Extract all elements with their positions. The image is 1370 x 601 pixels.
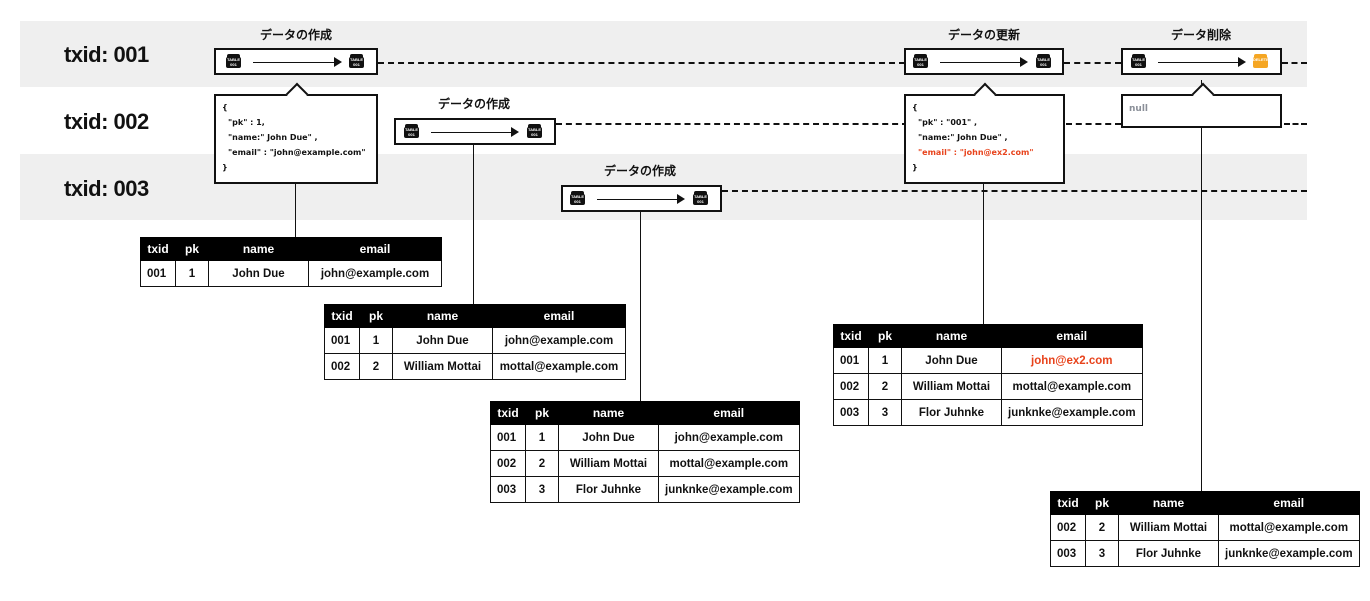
col-header: name xyxy=(1118,491,1219,515)
col-header: email xyxy=(1218,491,1360,515)
timeline-001c xyxy=(1282,62,1307,64)
timeline-001 xyxy=(378,62,905,64)
connector-op1 xyxy=(295,183,296,237)
col-header: pk xyxy=(359,304,393,328)
arrow-line xyxy=(431,132,513,133)
updated-email-cell: john@ex2.com xyxy=(1001,347,1143,374)
op5-box: TABLE 001 DELETE xyxy=(1121,48,1282,75)
table-icon: TABLE 001 xyxy=(527,124,542,138)
json-line: "pk" : 1, xyxy=(228,118,265,127)
col-header: txid xyxy=(490,401,526,425)
json-line: } xyxy=(912,163,918,172)
col-header: txid xyxy=(324,304,360,328)
col-header: pk xyxy=(868,324,902,348)
callout-create: { "pk" : 1, "name:" John Due" , "email" … xyxy=(214,94,378,184)
data-table-1: txid pk name email 001 1 John Due john@e… xyxy=(140,237,442,287)
connector-op3 xyxy=(640,212,641,401)
col-header: pk xyxy=(1085,491,1119,515)
table-row: 001 1 John Due john@example.com xyxy=(324,327,626,354)
connector-op4 xyxy=(983,183,984,324)
data-table-2: txid pk name email 001 1 John Due john@e… xyxy=(324,304,626,380)
timeline-002c xyxy=(1284,123,1307,125)
json-line: "name:" John Due" , xyxy=(918,133,1008,142)
table-row: 002 2 William Mottai mottal@example.com xyxy=(833,373,1143,400)
table-row: 001 1 John Due john@example.com xyxy=(140,260,442,287)
op2-title: データの作成 xyxy=(437,97,510,111)
col-header: name xyxy=(208,237,309,261)
col-header: pk xyxy=(175,237,209,261)
table-row: 002 2 William Mottai mottal@example.com xyxy=(490,450,800,477)
op2-box: TABLE 001 TABLE 001 xyxy=(394,118,556,145)
col-header: email xyxy=(1001,324,1143,348)
op1-title: データの作成 xyxy=(259,28,332,42)
op4-box: TABLE 001 TABLE 001 xyxy=(904,48,1064,75)
table-row: 003 3 Flor Juhnke junknke@example.com xyxy=(833,399,1143,426)
table-row: 002 2 William Mottai mottal@example.com xyxy=(324,353,626,380)
json-line: { xyxy=(222,103,228,112)
arrow-line xyxy=(940,62,1022,63)
table-row: 001 1 John Due john@ex2.com xyxy=(833,347,1143,374)
col-header: txid xyxy=(1050,491,1086,515)
table-icon: TABLE 001 xyxy=(1131,54,1146,68)
callout-update: { "pk" : "001" , "name:" John Due" , "em… xyxy=(904,94,1065,184)
op3-title: データの作成 xyxy=(603,164,676,178)
json-line: { xyxy=(912,103,918,112)
table-icon: TABLE 001 xyxy=(913,54,928,68)
col-header: txid xyxy=(140,237,176,261)
json-line: "pk" : "001" , xyxy=(918,118,978,127)
data-table-3: txid pk name email 001 1 John Due john@e… xyxy=(490,401,800,503)
col-header: email xyxy=(492,304,626,328)
timeline-002b xyxy=(1066,123,1121,125)
timeline-002 xyxy=(556,123,908,125)
table-icon: TABLE 001 xyxy=(349,54,364,68)
col-header: email xyxy=(658,401,800,425)
null-value: null xyxy=(1129,104,1148,114)
timeline-003 xyxy=(722,190,1307,192)
data-table-5: txid pk name email 002 2 William Mottai … xyxy=(1050,491,1360,567)
connector-op5 xyxy=(1201,80,1202,491)
op3-box: TABLE 001 TABLE 001 xyxy=(561,185,722,212)
txid-label-001: txid: 001 xyxy=(64,42,149,67)
data-table-4: txid pk name email 001 1 John Due john@e… xyxy=(833,324,1143,426)
table-row: 002 2 William Mottai mottal@example.com xyxy=(1050,514,1360,541)
arrow-head-icon xyxy=(511,127,519,137)
json-line: "name:" John Due" , xyxy=(228,133,318,142)
arrow-head-icon xyxy=(677,194,685,204)
arrow-head-icon xyxy=(334,57,342,67)
col-header: email xyxy=(308,237,442,261)
col-header: name xyxy=(901,324,1002,348)
col-header: name xyxy=(558,401,659,425)
table-icon: TABLE 001 xyxy=(570,191,585,205)
table-row: 003 3 Flor Juhnke junknke@example.com xyxy=(1050,540,1360,567)
json-line: "email" : "john@example.com" xyxy=(228,148,366,157)
table-icon: TABLE 001 xyxy=(693,191,708,205)
table-row: 001 1 John Due john@example.com xyxy=(490,424,800,451)
col-header: pk xyxy=(525,401,559,425)
op5-title: データ削除 xyxy=(1170,28,1231,42)
table-icon: TABLE 001 xyxy=(226,54,241,68)
arrow-head-icon xyxy=(1238,57,1246,67)
arrow-line xyxy=(597,199,679,200)
txid-label-002: txid: 002 xyxy=(64,109,149,134)
json-line: } xyxy=(222,163,228,172)
op4-title: データの更新 xyxy=(947,28,1020,42)
connector-op2 xyxy=(473,145,474,304)
arrow-line xyxy=(1158,62,1240,63)
txid-label-003: txid: 003 xyxy=(64,176,149,201)
delete-table-icon: DELETE xyxy=(1253,54,1269,68)
json-line-updated: "email" : "john@ex2.com" xyxy=(918,148,1034,157)
arrow-head-icon xyxy=(1020,57,1028,67)
col-header: txid xyxy=(833,324,869,348)
table-icon: TABLE 001 xyxy=(404,124,419,138)
table-row: 003 3 Flor Juhnke junknke@example.com xyxy=(490,476,800,503)
arrow-line xyxy=(253,62,336,63)
table-icon: TABLE 001 xyxy=(1036,54,1051,68)
timeline-001b xyxy=(1064,62,1121,64)
op1-box: TABLE 001 TABLE 001 xyxy=(214,48,378,75)
col-header: name xyxy=(392,304,493,328)
